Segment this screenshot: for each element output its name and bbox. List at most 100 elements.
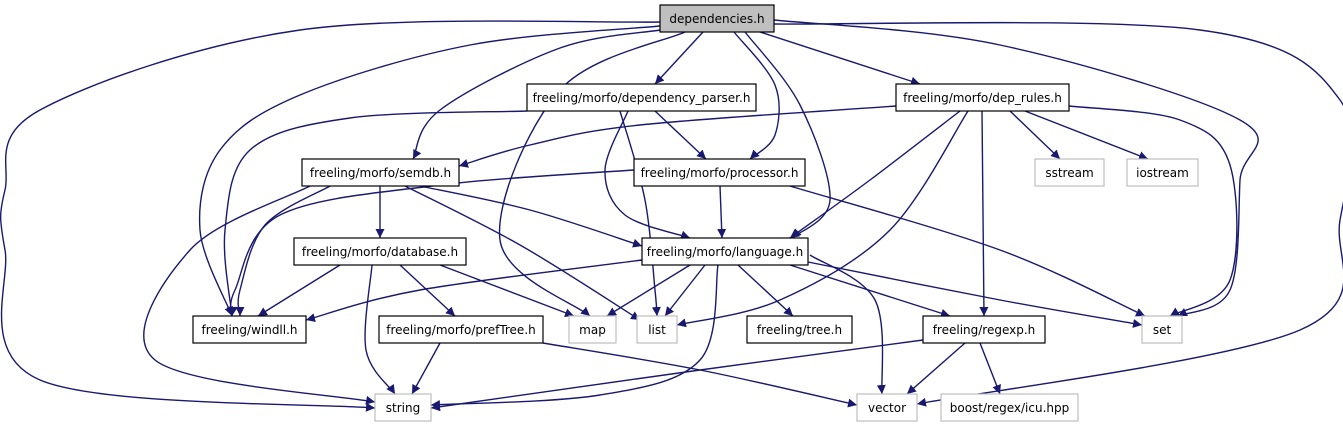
node-label: freeling/morfo/semdb.h bbox=[310, 166, 451, 180]
node-label: freeling/windll.h bbox=[201, 323, 297, 337]
node-label: freeling/tree.h bbox=[757, 323, 842, 337]
edge-dependencies-h-to-dependency-parser-h bbox=[654, 31, 704, 85]
node-box bbox=[895, 83, 1070, 112]
node-label: freeling/regexp.h bbox=[933, 323, 1036, 337]
nodes-layer: dependencies.h freeling/morfo/dependency_… bbox=[192, 4, 1199, 422]
node-regexp-h[interactable]: freeling/regexp.h bbox=[922, 315, 1046, 344]
edge-processor-h-to-language-h bbox=[717, 185, 727, 239]
node-label: vector bbox=[868, 401, 906, 415]
edge-dependencies-h-to-dep-rules-h bbox=[759, 31, 921, 86]
node-box bbox=[940, 393, 1079, 422]
edge-dependency-parser-h-to-list bbox=[619, 110, 661, 317]
edges-layer bbox=[0, 19, 1343, 412]
edge-language-h-to-vector bbox=[809, 254, 886, 395]
node-iostream: iostream bbox=[1126, 158, 1199, 187]
node-dependencies-h[interactable]: dependencies.h bbox=[659, 4, 775, 33]
edge-regexp-h-to-vector bbox=[906, 342, 966, 395]
edge-regexp-h-to-string bbox=[430, 339, 924, 412]
edge-language-h-to-set bbox=[807, 261, 1143, 328]
node-box bbox=[633, 158, 806, 187]
node-label: freeling/morfo/processor.h bbox=[641, 166, 799, 180]
edge-dep-rules-h-to-set bbox=[1068, 105, 1238, 317]
node-list: list bbox=[636, 315, 678, 344]
node-preftree-h[interactable]: freeling/morfo/prefTree.h bbox=[378, 315, 544, 344]
edge-database-h-to-windll-h bbox=[257, 264, 341, 317]
node-label: map bbox=[579, 323, 606, 337]
edge-dependencies-h-to-vector bbox=[773, 21, 1343, 407]
node-vector: vector bbox=[856, 393, 918, 422]
node-label: freeling/morfo/language.h bbox=[647, 245, 803, 259]
edge-dependencies-h-to-processor-h bbox=[733, 31, 780, 160]
node-label: freeling/morfo/dep_rules.h bbox=[903, 91, 1062, 105]
node-string: string bbox=[374, 393, 432, 422]
node-box bbox=[1126, 158, 1199, 187]
node-box bbox=[856, 393, 918, 422]
node-label: set bbox=[1153, 323, 1172, 337]
edge-processor-h-to-set bbox=[789, 185, 1146, 317]
edge-preftree-h-to-vector bbox=[542, 342, 858, 408]
node-box bbox=[378, 315, 544, 344]
node-windll-h[interactable]: freeling/windll.h bbox=[192, 315, 307, 344]
node-box bbox=[301, 158, 460, 187]
node-semdb-h[interactable]: freeling/morfo/semdb.h bbox=[301, 158, 460, 187]
edge-dependencies-h-to-language-h bbox=[744, 31, 831, 239]
node-boost-regex-icu-hpp: boost/regex/icu.hpp bbox=[940, 393, 1079, 422]
edge-dependency-parser-h-to-processor-h bbox=[654, 110, 707, 160]
edge-semdb-h-to-windll-h bbox=[235, 185, 331, 317]
node-label: freeling/morfo/dependency_parser.h bbox=[533, 91, 751, 105]
edge-semdb-h-to-string bbox=[143, 185, 376, 405]
node-database-h[interactable]: freeling/morfo/database.h bbox=[293, 237, 467, 266]
node-box bbox=[659, 4, 775, 33]
node-tree-h[interactable]: freeling/tree.h bbox=[746, 315, 853, 344]
edge-dep-rules-h-to-language-h bbox=[789, 110, 961, 239]
node-language-h[interactable]: freeling/morfo/language.h bbox=[641, 237, 809, 266]
node-label: iostream bbox=[1136, 166, 1189, 180]
node-box bbox=[568, 315, 617, 344]
edge-language-h-to-tree-h bbox=[737, 264, 794, 317]
node-dependency-parser-h[interactable]: freeling/morfo/dependency_parser.h bbox=[526, 83, 757, 112]
edge-processor-h-to-windll-h bbox=[228, 169, 635, 317]
node-box bbox=[526, 83, 757, 112]
node-label: freeling/morfo/database.h bbox=[302, 245, 458, 259]
edge-dependencies-h-to-string bbox=[0, 20, 661, 412]
node-label: dependencies.h bbox=[669, 12, 764, 26]
edge-semdb-h-to-list bbox=[404, 185, 641, 321]
node-dep-rules-h[interactable]: freeling/morfo/dep_rules.h bbox=[895, 83, 1070, 112]
node-box bbox=[1034, 158, 1105, 187]
node-box bbox=[922, 315, 1046, 344]
edge-dependencies-h-to-set bbox=[773, 19, 1259, 317]
edge-dependencies-h-to-map bbox=[498, 31, 686, 317]
node-processor-h[interactable]: freeling/morfo/processor.h bbox=[633, 158, 806, 187]
edge-dep-rules-h-to-semdb-h bbox=[458, 105, 897, 168]
node-box bbox=[636, 315, 678, 344]
node-box bbox=[374, 393, 432, 422]
edge-dependency-parser-h-to-language-h bbox=[604, 110, 691, 240]
edge-regexp-h-to-boost-regex-icu-hpp bbox=[979, 342, 1001, 395]
edge-language-h-to-map bbox=[606, 264, 691, 317]
edge-database-h-to-string bbox=[364, 264, 396, 395]
edge-database-h-to-map bbox=[439, 264, 575, 318]
node-label: boost/regex/icu.hpp bbox=[950, 401, 1069, 415]
node-map: map bbox=[568, 315, 617, 344]
edge-dep-rules-h-to-sstream bbox=[1009, 110, 1061, 160]
node-box bbox=[192, 315, 307, 344]
node-box bbox=[1141, 315, 1183, 344]
edge-semdb-h-to-language-h bbox=[419, 185, 643, 248]
edge-language-h-to-list bbox=[664, 264, 706, 317]
node-sstream: sstream bbox=[1034, 158, 1105, 187]
edge-dep-rules-h-to-list bbox=[676, 110, 969, 328]
node-set: set bbox=[1141, 315, 1183, 344]
node-box bbox=[746, 315, 853, 344]
edge-dependency-parser-h-to-windll-h bbox=[223, 110, 528, 317]
edge-dep-rules-h-to-regexp-h bbox=[979, 110, 989, 317]
edge-language-h-to-string bbox=[430, 264, 719, 409]
node-label: sstream bbox=[1045, 166, 1093, 180]
node-box bbox=[293, 237, 467, 266]
edge-dep-rules-h-to-iostream bbox=[1024, 110, 1149, 160]
edge-language-h-to-regexp-h bbox=[789, 264, 951, 318]
node-label: list bbox=[648, 323, 666, 337]
edge-language-h-to-windll-h bbox=[305, 259, 643, 323]
node-label: string bbox=[386, 401, 420, 415]
node-box bbox=[641, 237, 809, 266]
